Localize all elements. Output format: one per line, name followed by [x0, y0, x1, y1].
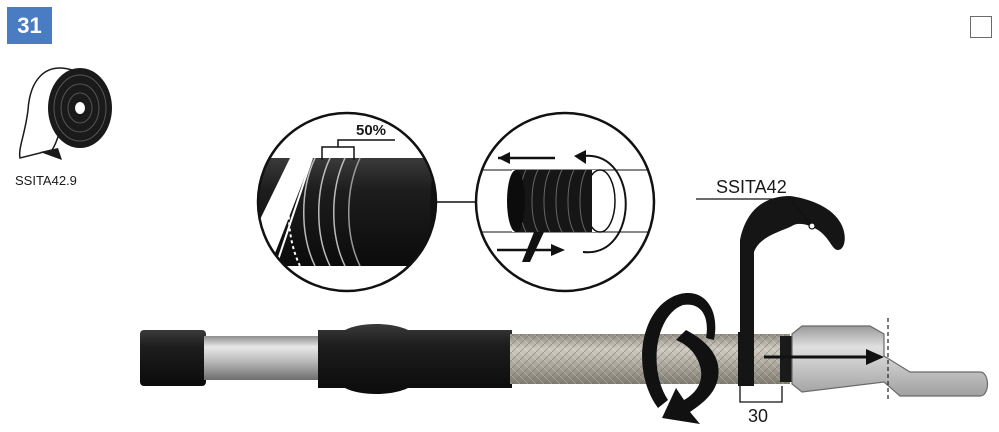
tape-product-label: SSITA42.9 [15, 173, 77, 188]
heat-shrink-sleeve [318, 324, 512, 394]
step-number: 31 [17, 12, 42, 38]
step-number-badge: 31 [7, 7, 52, 44]
overlap-detail-circle [256, 111, 438, 293]
cable-lug [791, 325, 989, 397]
wrap-direction-detail-circle [474, 111, 656, 293]
cable-screen [204, 336, 324, 380]
tape-strip [740, 196, 845, 332]
cable-assembly [140, 318, 989, 402]
tape-roll-icon [18, 67, 112, 160]
dimension-label: 30 [748, 406, 768, 426]
tape-wrap-band [738, 332, 754, 386]
overlap-percent-label: 50% [356, 122, 386, 139]
callout-leader-line [696, 198, 813, 227]
step-done-checkbox[interactable] [970, 16, 992, 38]
cable-jacket [140, 330, 206, 386]
dimension-marker [739, 386, 783, 403]
tape-callout-label: SSITA42 [716, 177, 787, 197]
rotation-arrow-icon [642, 293, 719, 424]
